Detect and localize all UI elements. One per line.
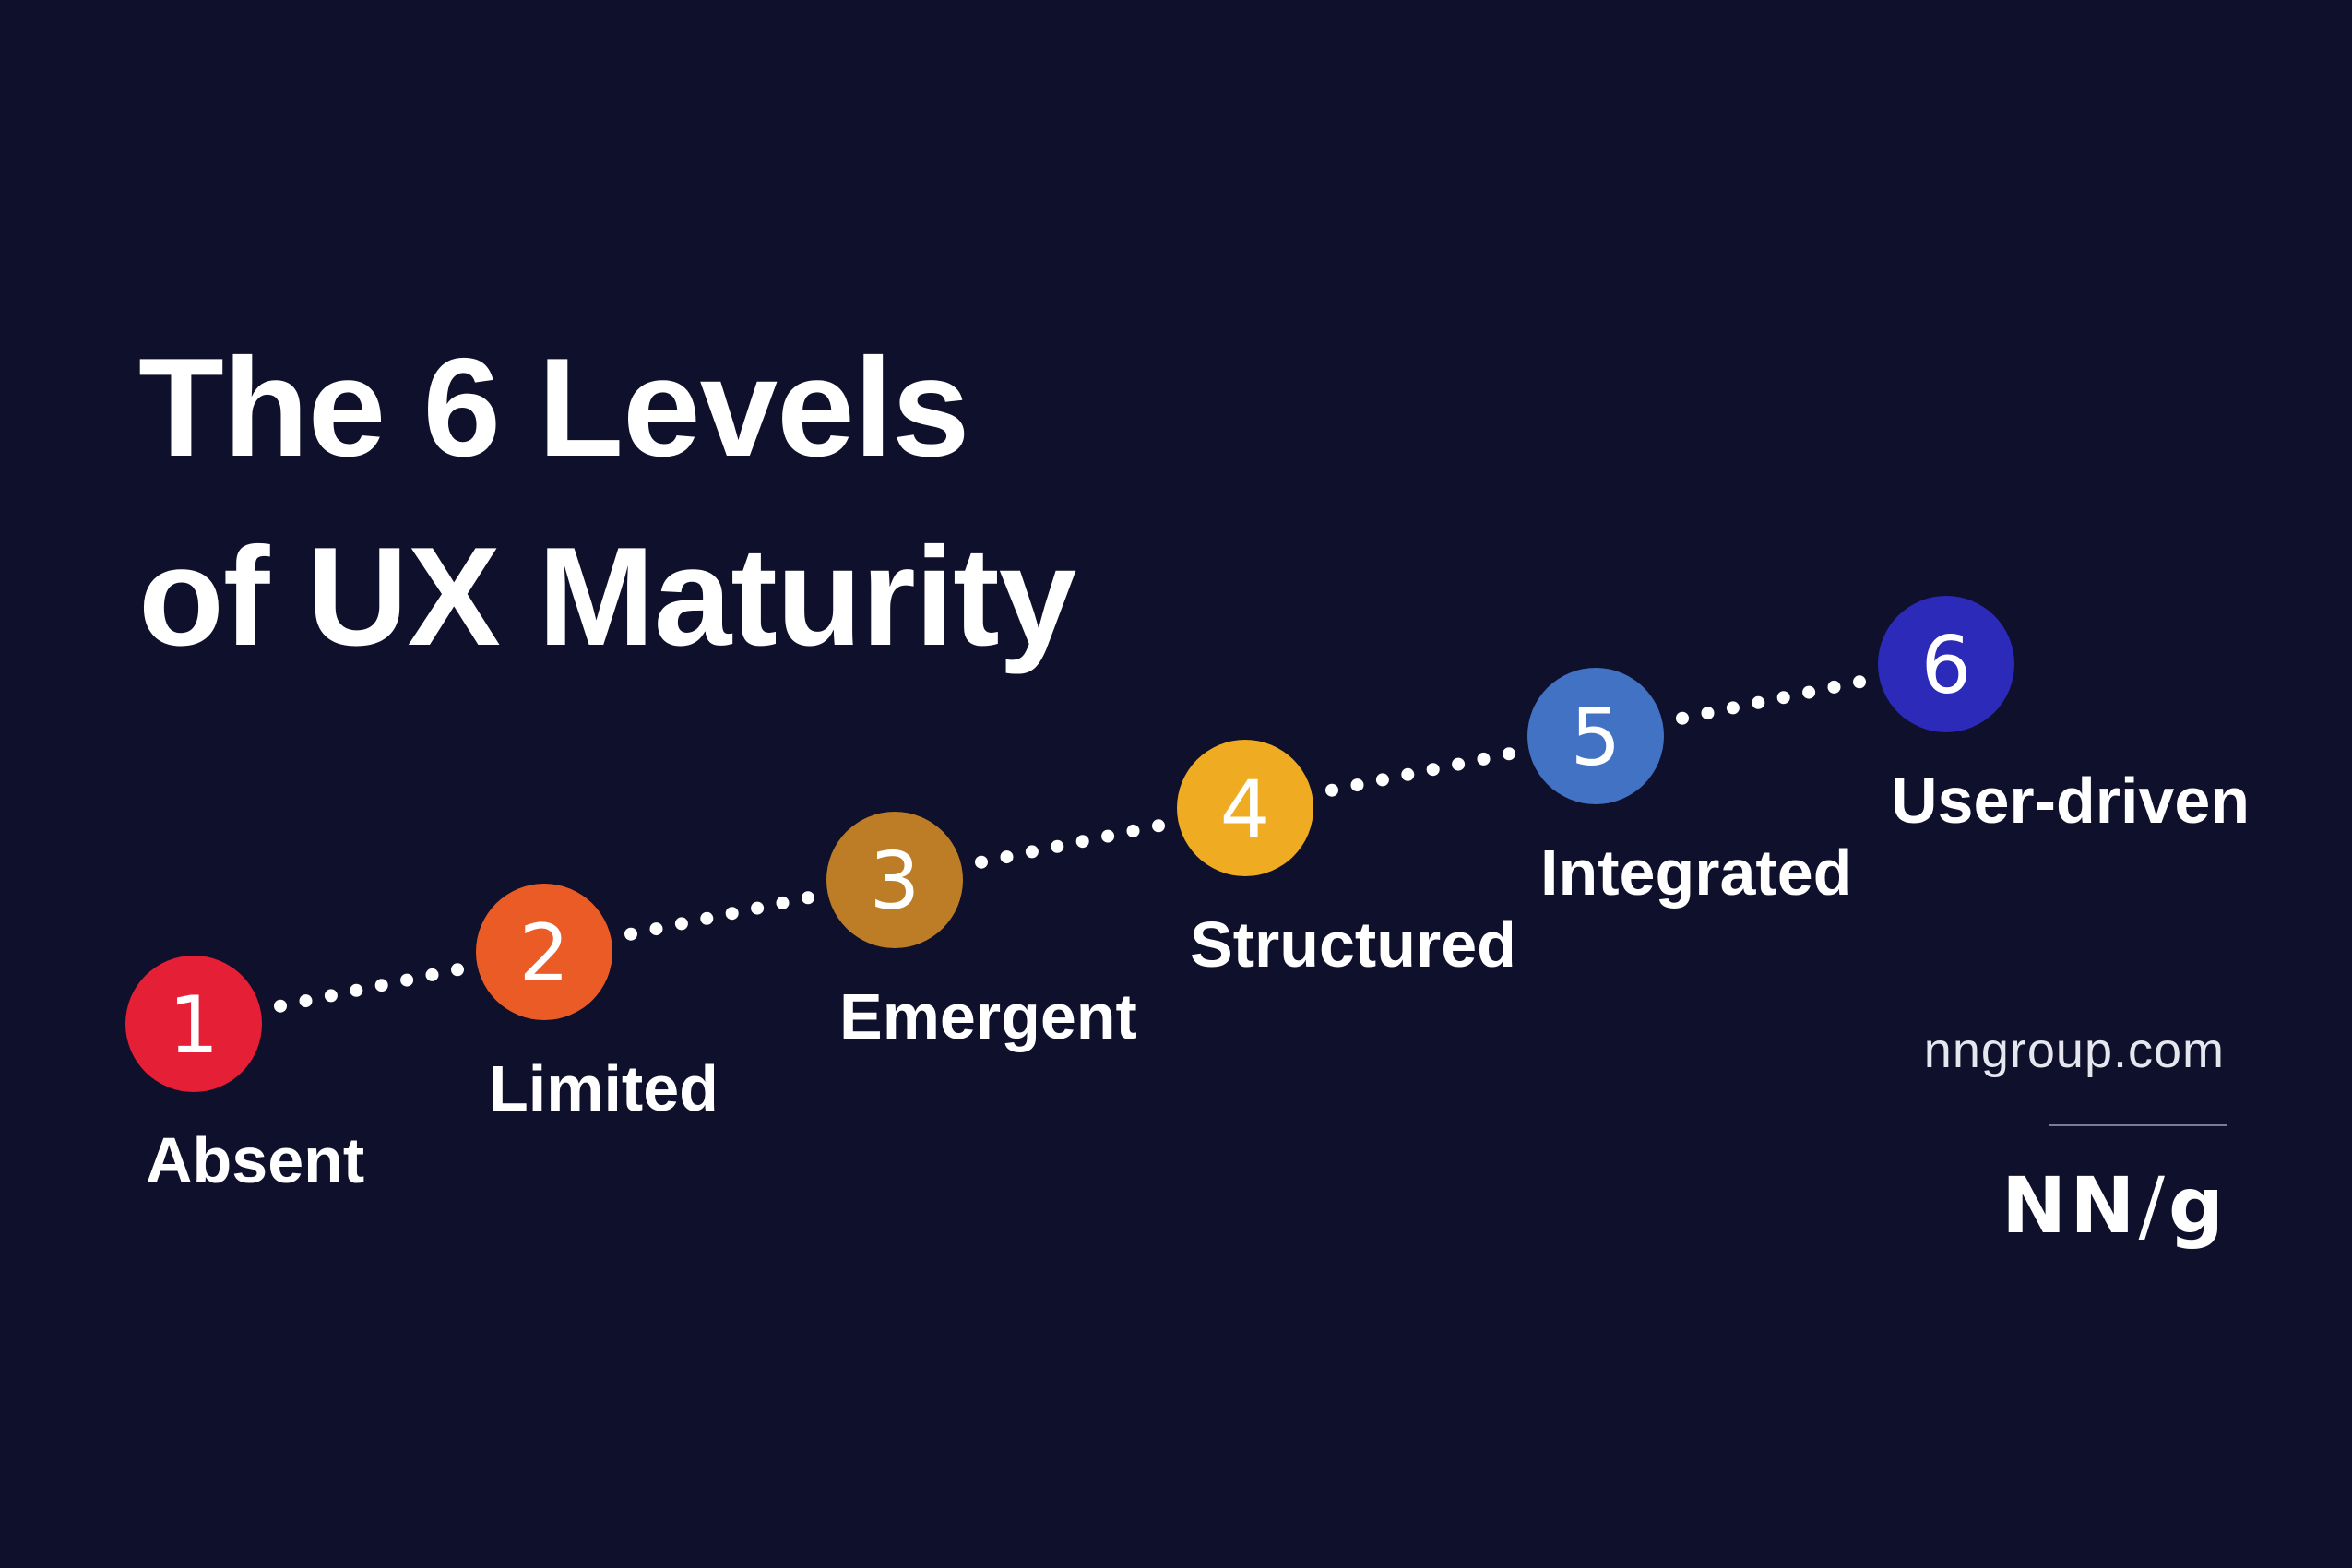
level-2-number: 2: [519, 908, 570, 1000]
connector-dot: [751, 901, 765, 915]
level-3-label: Emergent: [839, 980, 1137, 1052]
connector-dot: [674, 917, 688, 931]
connector-dot: [1051, 839, 1064, 853]
level-1-number: 1: [169, 980, 220, 1072]
connector-dot: [1000, 850, 1014, 864]
level-6-circle: [1878, 596, 2014, 732]
logo-nn: NN: [2002, 1160, 2139, 1251]
connector-dot: [425, 968, 439, 981]
connector-dot: [1477, 752, 1491, 766]
logo-slash: /: [2138, 1160, 2168, 1251]
level-3-circle: [826, 812, 963, 948]
website-url: nngroup.com: [1923, 1023, 2225, 1078]
connector-dot: [802, 891, 814, 905]
connector-dot: [1325, 783, 1338, 797]
connector-dot: [1401, 767, 1415, 781]
connector-dot: [350, 983, 363, 997]
logo-g: g: [2168, 1160, 2228, 1251]
connector-dot: [274, 999, 287, 1013]
nngroup-logo: NN/g: [2002, 1160, 2227, 1251]
connector-dot: [1152, 819, 1165, 833]
connector-dot: [1776, 691, 1790, 705]
title-line-2: of UX Maturity: [138, 518, 1076, 675]
connector-dot: [324, 989, 338, 1003]
level-4-number: 4: [1220, 764, 1271, 856]
level-6-label: User-driven: [1891, 765, 2250, 837]
level-6-number: 6: [1921, 620, 1972, 712]
connector-dot: [1726, 701, 1740, 715]
level-3-number: 3: [870, 836, 921, 928]
connector-dot: [649, 922, 663, 936]
connector-dot: [725, 907, 739, 921]
connector-dot: [1126, 824, 1140, 837]
connector-dot: [1853, 675, 1866, 689]
connector-dot: [1375, 773, 1389, 787]
connector-dot: [1701, 707, 1715, 720]
level-4-circle: [1177, 740, 1313, 876]
connector-dot: [1426, 763, 1440, 777]
connector-dot: [975, 855, 988, 869]
connector-dot: [1075, 835, 1089, 849]
level-5-label: Integrated: [1540, 837, 1852, 909]
footer-divider: [2049, 1124, 2227, 1126]
connector-dot: [1676, 711, 1689, 725]
level-1-label: Absent: [146, 1124, 364, 1196]
connector-dot: [374, 979, 388, 992]
connector-dot: [400, 973, 414, 987]
level-4-label: Structured: [1190, 909, 1516, 980]
level-1-circle: [125, 956, 262, 1092]
connector-dot: [1752, 695, 1765, 709]
level-2-label: Limited: [489, 1052, 719, 1124]
level-5-circle: [1527, 668, 1664, 804]
page-title: The 6 Levels of UX Maturity: [138, 314, 1076, 692]
level-2-circle: [476, 884, 612, 1020]
connector-dot: [1827, 680, 1841, 694]
connector-dot: [1101, 829, 1115, 843]
connector-dot: [1350, 778, 1364, 792]
connector-dot: [451, 963, 464, 977]
connector-dot: [1802, 685, 1816, 699]
connector-dot: [776, 896, 790, 909]
connector-dot: [299, 994, 313, 1008]
level-5-number: 5: [1571, 692, 1621, 784]
connector-dot: [624, 927, 637, 941]
connector-dot: [1025, 845, 1039, 859]
connector-dot: [1503, 747, 1515, 761]
title-line-1: The 6 Levels: [138, 329, 969, 486]
connector-dot: [1452, 757, 1466, 771]
connector-dot: [700, 911, 714, 925]
